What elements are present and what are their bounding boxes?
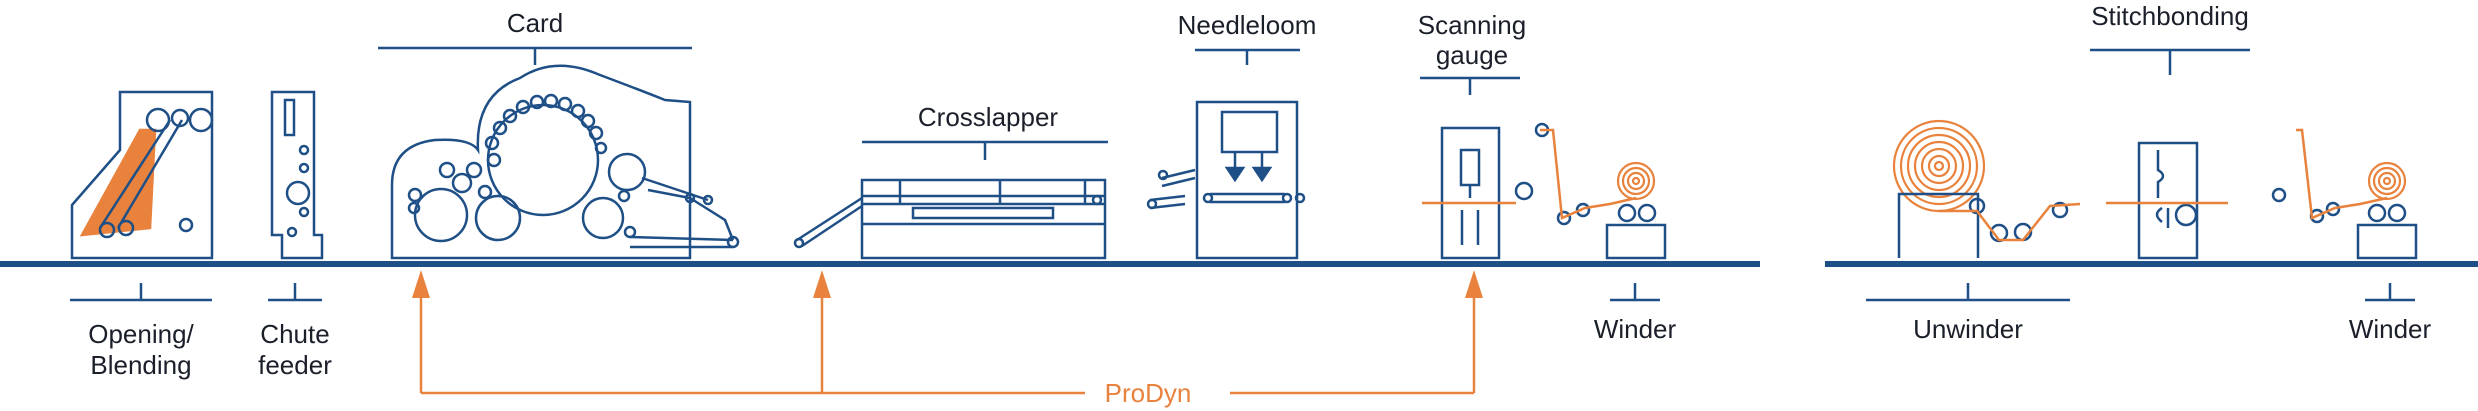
chute-feeder-machine <box>270 90 324 260</box>
prodyn-arrow-scanning <box>1465 270 1483 298</box>
scanning-gauge-machine <box>1440 126 1534 260</box>
unwinder-web <box>1939 202 2081 242</box>
winder-2-label: Winder <box>2349 314 2432 344</box>
card-label: Card <box>507 8 563 38</box>
prodyn-arrow-card <box>412 270 430 298</box>
unwinder-roll <box>1892 119 1986 213</box>
prodyn-connector <box>419 290 1476 395</box>
needleloom-machine <box>1146 100 1306 260</box>
label-brackets <box>70 46 2415 302</box>
card-machine <box>390 64 740 260</box>
winder-2-roll <box>2367 161 2407 201</box>
stitchbonding-machine <box>2137 141 2199 260</box>
winder-2-machine <box>2271 187 2418 260</box>
chute-feeder-label-line2: feeder <box>258 350 332 380</box>
prodyn-arrow-crosslapper <box>813 270 831 298</box>
unwinder-label: Unwinder <box>1913 314 2023 344</box>
scanning-gauge-label-line1: Scanning <box>1418 10 1526 40</box>
needleloom-label: Needleloom <box>1178 10 1317 40</box>
stitchbonding-label: Stitchbonding <box>2091 1 2249 31</box>
crosslapper-machine <box>793 178 1107 260</box>
crosslapper-label: Crosslapper <box>918 102 1059 132</box>
prodyn-label: ProDyn <box>1105 378 1192 408</box>
opening-blending-label-line1: Opening/ <box>88 319 194 349</box>
winder-1-roll <box>1616 161 1656 201</box>
winder-1-web <box>1540 128 1637 220</box>
opening-blending-machine <box>70 90 214 260</box>
winder-1-label: Winder <box>1594 314 1677 344</box>
winder-2-web <box>2296 128 2388 220</box>
unwinder-machine <box>1897 192 2069 258</box>
scanning-gauge-label-line2: gauge <box>1436 40 1508 70</box>
opening-blending-label-line2: Blending <box>90 350 191 380</box>
chute-feeder-label-line1: Chute <box>260 319 329 349</box>
